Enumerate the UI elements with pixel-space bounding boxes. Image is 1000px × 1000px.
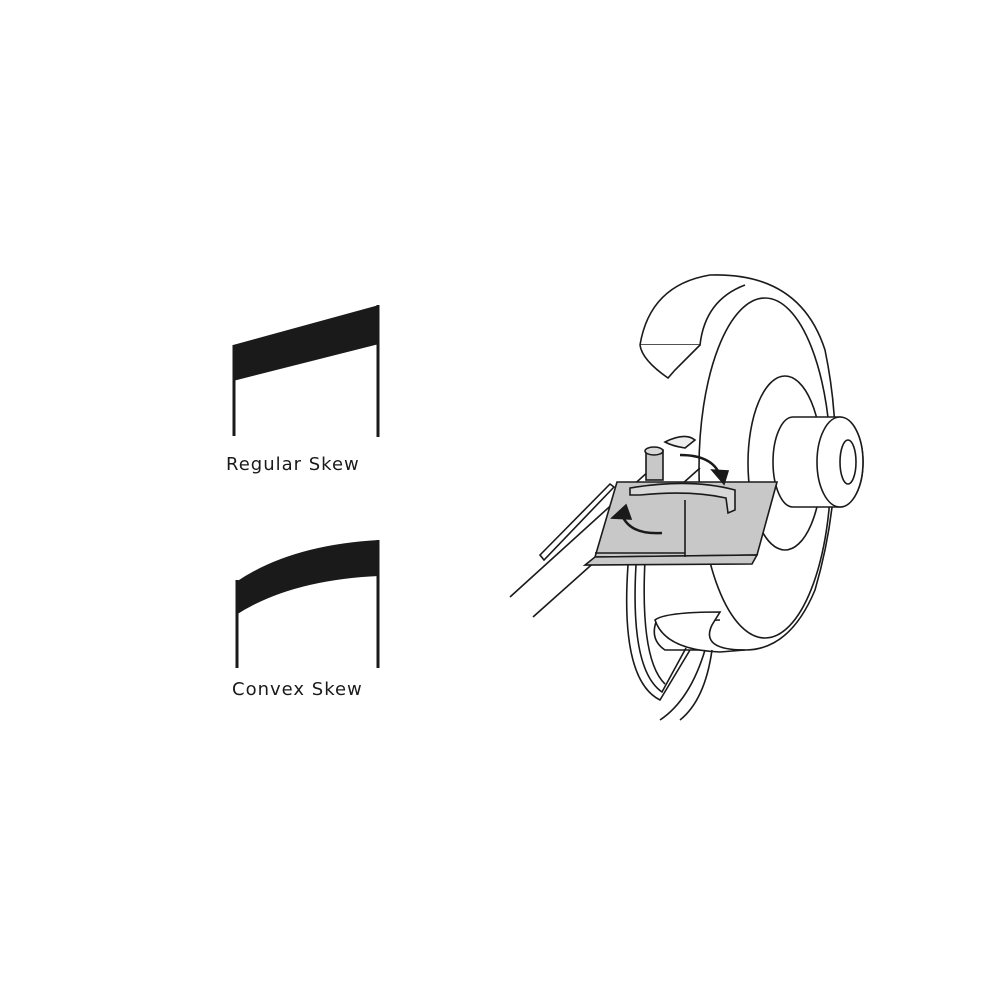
convex-skew-profile [235, 540, 380, 668]
convex-skew-bevel [236, 540, 379, 615]
convex-skew-label: Convex Skew [232, 679, 363, 700]
regular-skew-bevel [233, 305, 379, 381]
regular-skew-label: Regular Skew [226, 454, 360, 475]
grinder-illustration [509, 274, 864, 721]
regular-skew-profile [232, 305, 380, 437]
